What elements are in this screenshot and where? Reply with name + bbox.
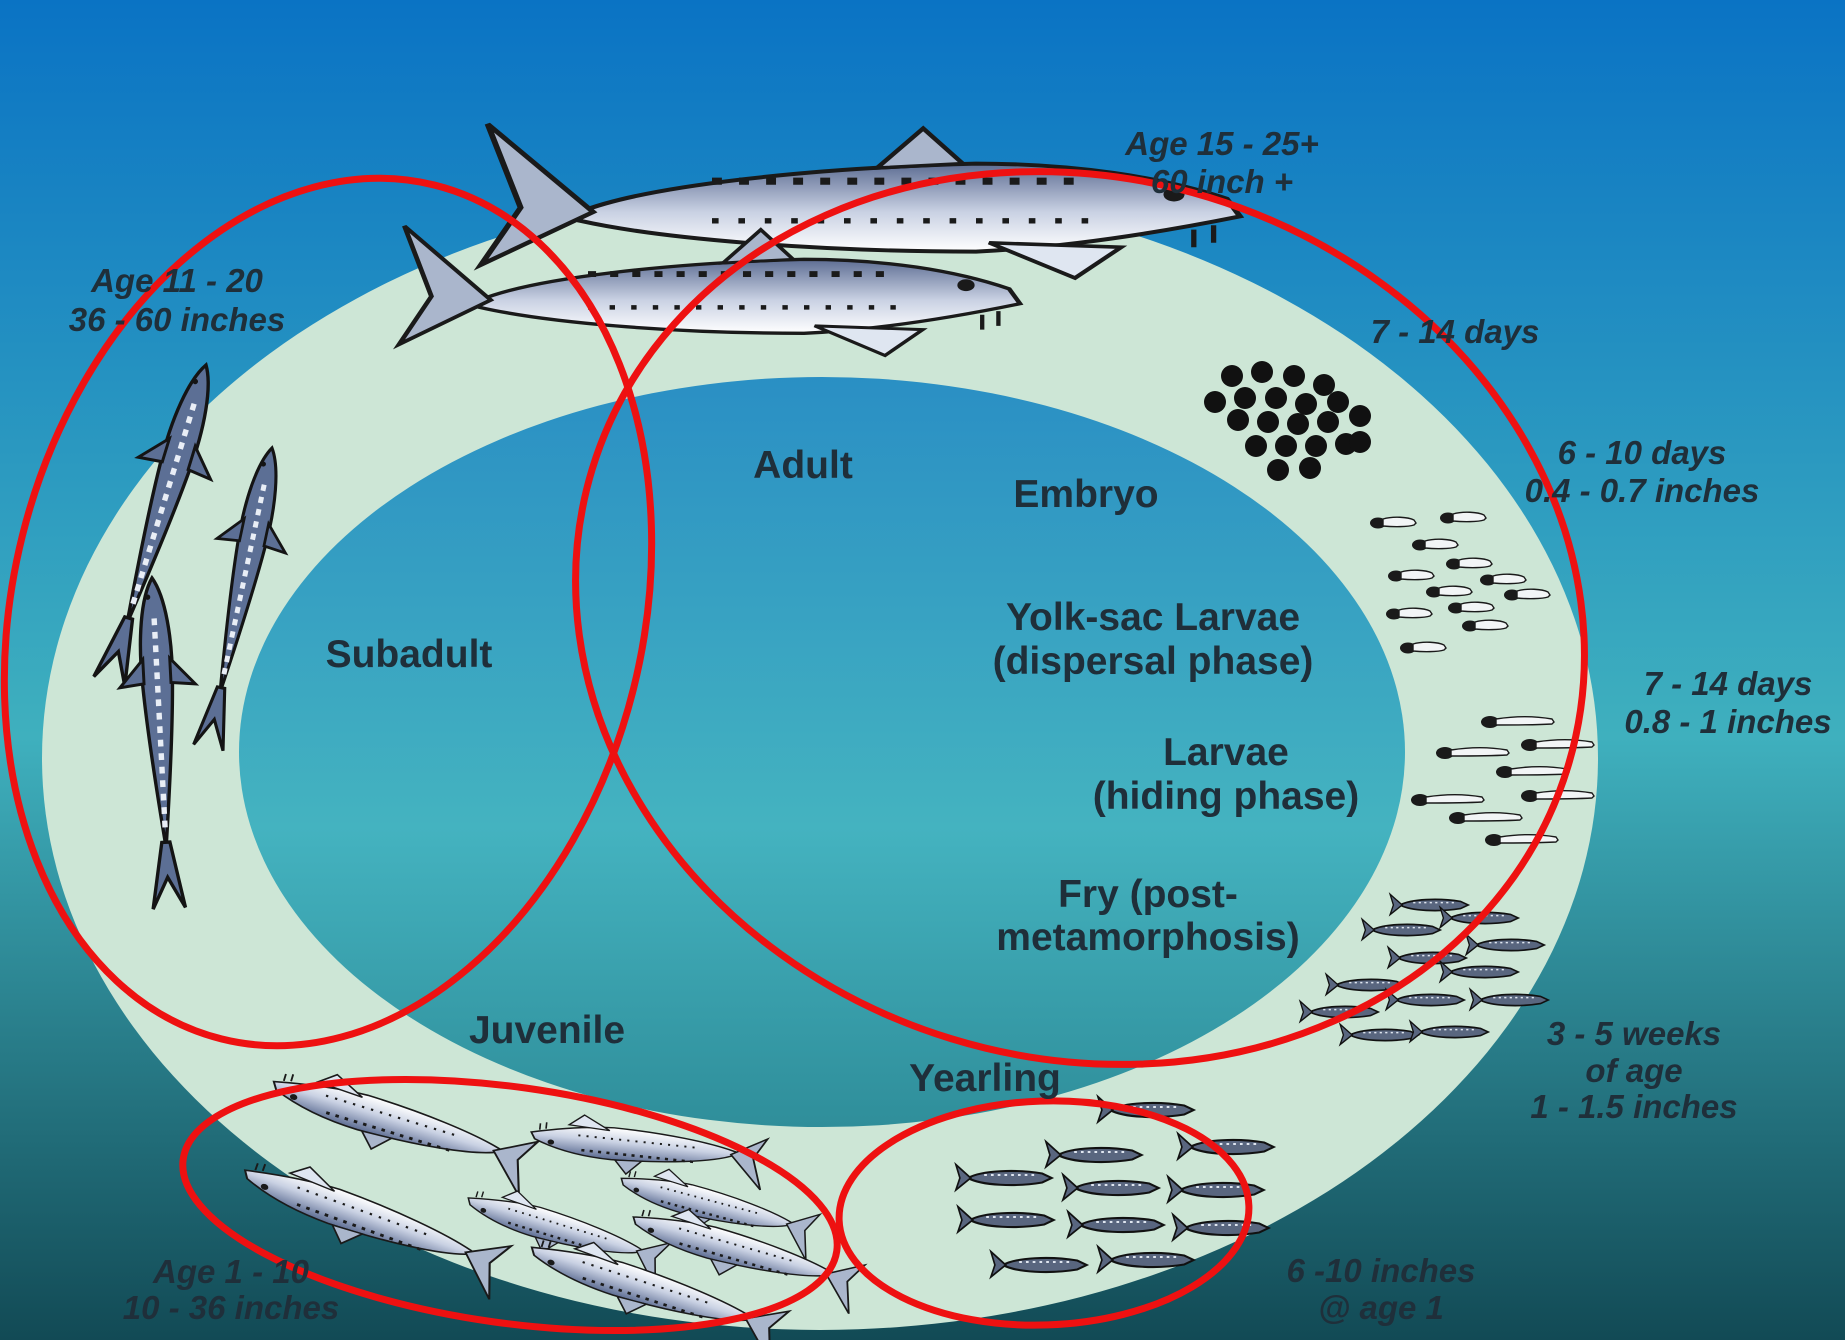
stage-label-yolk-sac-phase: (dispersal phase): [993, 640, 1314, 683]
info-fry-time: 3 - 5 weeks: [1547, 1015, 1721, 1052]
stage-label-adult: Adult: [753, 444, 853, 487]
info-larvae-size: 0.8 - 1 inches: [1624, 703, 1831, 740]
info-larvae-time: 7 - 14 days: [1644, 665, 1813, 702]
info-adult-age: Age 15 - 25+: [1124, 125, 1319, 162]
stage-label-larvae: Larvae: [1163, 731, 1289, 774]
stage-label-fry: Fry (post-: [1058, 873, 1238, 916]
info-fry-age: of age: [1585, 1052, 1682, 1089]
info-juvenile-size: 10 - 36 inches: [123, 1289, 339, 1326]
stage-label-juvenile: Juvenile: [469, 1009, 625, 1052]
info-yolk-sac-size: 0.4 - 0.7 inches: [1525, 472, 1760, 509]
info-adult-size: 60 inch +: [1151, 163, 1293, 200]
stage-label-yearling: Yearling: [909, 1057, 1061, 1100]
info-juvenile-age: Age 1 - 10: [152, 1253, 310, 1290]
info-yolk-sac-time: 6 - 10 days: [1558, 434, 1727, 471]
stage-label-larvae-phase: (hiding phase): [1093, 775, 1360, 818]
info-subadult-size: 36 - 60 inches: [69, 301, 285, 338]
info-yearling-size: 6 -10 inches: [1287, 1252, 1476, 1289]
info-subadult-age: Age 11 - 20: [90, 262, 263, 299]
stage-label-embryo: Embryo: [1013, 473, 1158, 516]
info-embryo-time: 7 - 14 days: [1371, 313, 1540, 350]
stage-label-fry-phase: metamorphosis): [996, 916, 1299, 959]
stage-label-yolk-sac-larvae: Yolk-sac Larvae: [1006, 596, 1300, 639]
info-yearling-age: @ age 1: [1318, 1289, 1444, 1326]
stage-label-subadult: Subadult: [326, 633, 493, 676]
info-fry-size: 1 - 1.5 inches: [1530, 1088, 1737, 1125]
